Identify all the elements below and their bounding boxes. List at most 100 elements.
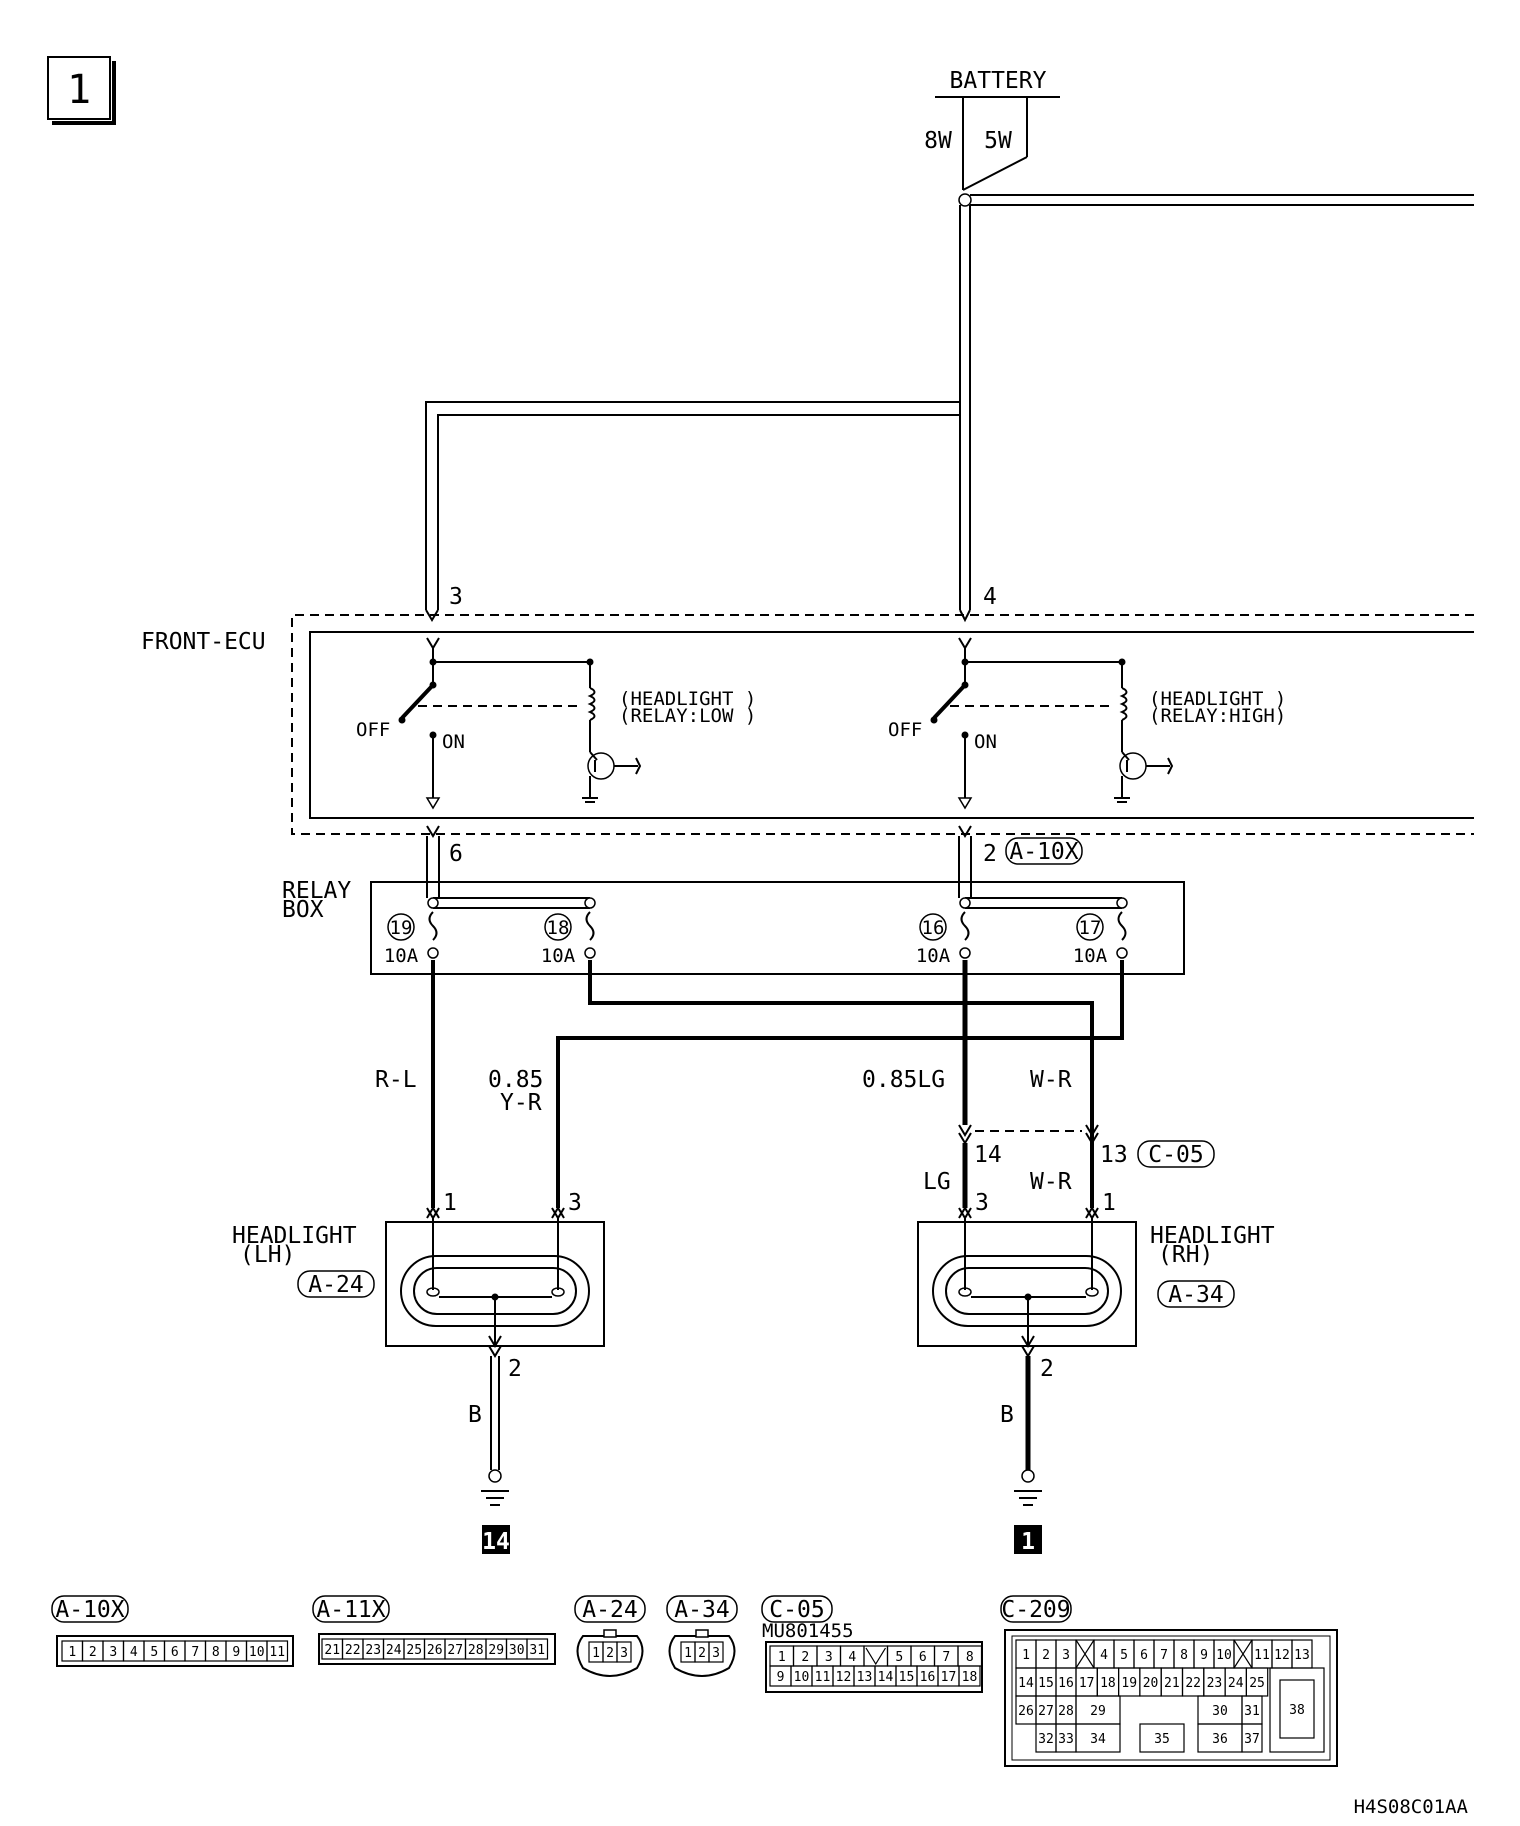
connector-pin: 2: [1035, 1639, 1057, 1669]
connector-pin: 1: [588, 1641, 604, 1663]
svg-text:5: 5: [150, 1645, 158, 1660]
svg-text:ON: ON: [974, 731, 997, 753]
connector-pin: 24: [382, 1638, 405, 1660]
connector-pin: 10: [245, 1640, 268, 1662]
svg-text:A-34: A-34: [1168, 1282, 1223, 1308]
connector-pin: 23: [1203, 1667, 1226, 1697]
connector-pin: 3: [816, 1645, 842, 1667]
svg-text:14: 14: [878, 1670, 894, 1685]
svg-text:10: 10: [249, 1645, 265, 1660]
c05-pin-13: 13: [1100, 1142, 1128, 1168]
svg-text:3: 3: [568, 1190, 582, 1216]
wire-label-w-r: W-R: [1030, 1067, 1072, 1093]
connector-pin: 4: [839, 1645, 865, 1667]
fuse-number: 18: [547, 917, 570, 939]
connector-pin: 6: [163, 1640, 186, 1662]
connector-pin: 1: [1015, 1639, 1037, 1669]
svg-text:3: 3: [825, 1650, 833, 1665]
battery-label: BATTERY: [950, 68, 1047, 94]
ecu-pin-2: 2: [983, 841, 997, 867]
conn-a34-label: A-34: [674, 1597, 729, 1623]
connector-pin: 7: [933, 1645, 959, 1667]
connector-pin: 2: [81, 1640, 104, 1662]
battery: BATTERY 8W 5W: [924, 68, 1060, 207]
svg-text:35: 35: [1154, 1732, 1170, 1747]
svg-text:2: 2: [1042, 1648, 1050, 1663]
connector-pin: [863, 1645, 889, 1667]
connector-pin: 11: [811, 1665, 834, 1687]
svg-text:5: 5: [895, 1650, 903, 1665]
svg-text:2: 2: [801, 1650, 809, 1665]
svg-text:1: 1: [778, 1650, 786, 1665]
wire-label-085lg: 0.85LG: [862, 1067, 945, 1093]
connector-pin: 25: [1245, 1667, 1269, 1697]
connector-pin: [1075, 1639, 1095, 1669]
connector-tag-a34: [1157, 1280, 1235, 1308]
svg-text:13: 13: [1294, 1648, 1310, 1663]
svg-text:OFF: OFF: [356, 719, 390, 741]
connector-pin: 8: [204, 1640, 227, 1662]
svg-text:37: 37: [1244, 1732, 1260, 1747]
svg-text:27: 27: [1038, 1704, 1054, 1719]
svg-text:28: 28: [1058, 1704, 1074, 1719]
connector-pin: 17: [1075, 1667, 1098, 1697]
connector-pin: 10: [1213, 1639, 1235, 1669]
svg-text:30: 30: [1212, 1704, 1228, 1719]
svg-text:A-24: A-24: [308, 1272, 363, 1298]
connector-pin: 18: [958, 1665, 981, 1687]
wire-label-b-left: B: [468, 1402, 482, 1428]
svg-text:1: 1: [1021, 1529, 1035, 1555]
svg-text:8: 8: [966, 1650, 974, 1665]
svg-text:25: 25: [1249, 1676, 1265, 1691]
svg-text:ON: ON: [442, 731, 465, 753]
connector-tag-a24: [297, 1270, 375, 1298]
svg-text:28: 28: [468, 1643, 484, 1658]
c05-pin-14: 14: [974, 1142, 1002, 1168]
svg-text:32: 32: [1038, 1732, 1054, 1747]
svg-text:15: 15: [899, 1670, 915, 1685]
fuse-amperage: 10A: [1073, 945, 1108, 967]
connector-pin: 31: [526, 1638, 549, 1660]
connector-pin: 16: [916, 1665, 939, 1687]
svg-text:1: 1: [592, 1646, 600, 1661]
svg-text:11: 11: [815, 1670, 831, 1685]
connector-pin: 32: [1035, 1723, 1057, 1753]
headlight-lh-label: HEADLIGHT: [232, 1223, 357, 1249]
connector-pin: 26: [423, 1638, 446, 1660]
connector-pin: 6: [910, 1645, 936, 1667]
connector-pin: 15: [895, 1665, 918, 1687]
connector-pin: 2: [694, 1641, 710, 1663]
svg-text:19: 19: [1121, 1676, 1137, 1691]
svg-text:17: 17: [1079, 1676, 1095, 1691]
connector-pin: 12: [832, 1665, 855, 1687]
wire-label-r-l: R-L: [375, 1067, 417, 1093]
connector-pin: 3: [708, 1641, 724, 1663]
connector-pin: 27: [444, 1638, 467, 1660]
svg-text:17: 17: [941, 1670, 957, 1685]
headlight-rh-side: (RH): [1158, 1242, 1213, 1268]
svg-text:8: 8: [212, 1645, 220, 1660]
relay-box-label-line2: BOX: [282, 897, 324, 923]
connector-pin: 1: [680, 1641, 696, 1663]
svg-text:4: 4: [848, 1650, 856, 1665]
svg-text:31: 31: [1244, 1704, 1260, 1719]
svg-text:1: 1: [1102, 1190, 1116, 1216]
connector-pin: 24: [1224, 1667, 1247, 1697]
connector-pin: 1: [61, 1640, 84, 1662]
svg-text:29: 29: [488, 1643, 504, 1658]
conn-a11x-label: A-11X: [316, 1597, 385, 1623]
svg-text:14: 14: [1018, 1676, 1034, 1691]
svg-text:2: 2: [606, 1646, 614, 1661]
conn-a10x-label: A-10X: [55, 1597, 124, 1623]
svg-text:34: 34: [1090, 1732, 1106, 1747]
connector-pin: 18: [1096, 1667, 1120, 1697]
headlight-lh: 1 3 HEADLIGHT (LH) A-24 2 B 14: [232, 1190, 605, 1555]
connector-pin: 3: [616, 1641, 632, 1663]
svg-text:21: 21: [324, 1643, 340, 1658]
svg-text:1: 1: [67, 67, 91, 113]
wire-label-yr-size: 0.85: [488, 1067, 543, 1093]
svg-text:9: 9: [777, 1670, 785, 1685]
svg-text:18: 18: [962, 1670, 978, 1685]
